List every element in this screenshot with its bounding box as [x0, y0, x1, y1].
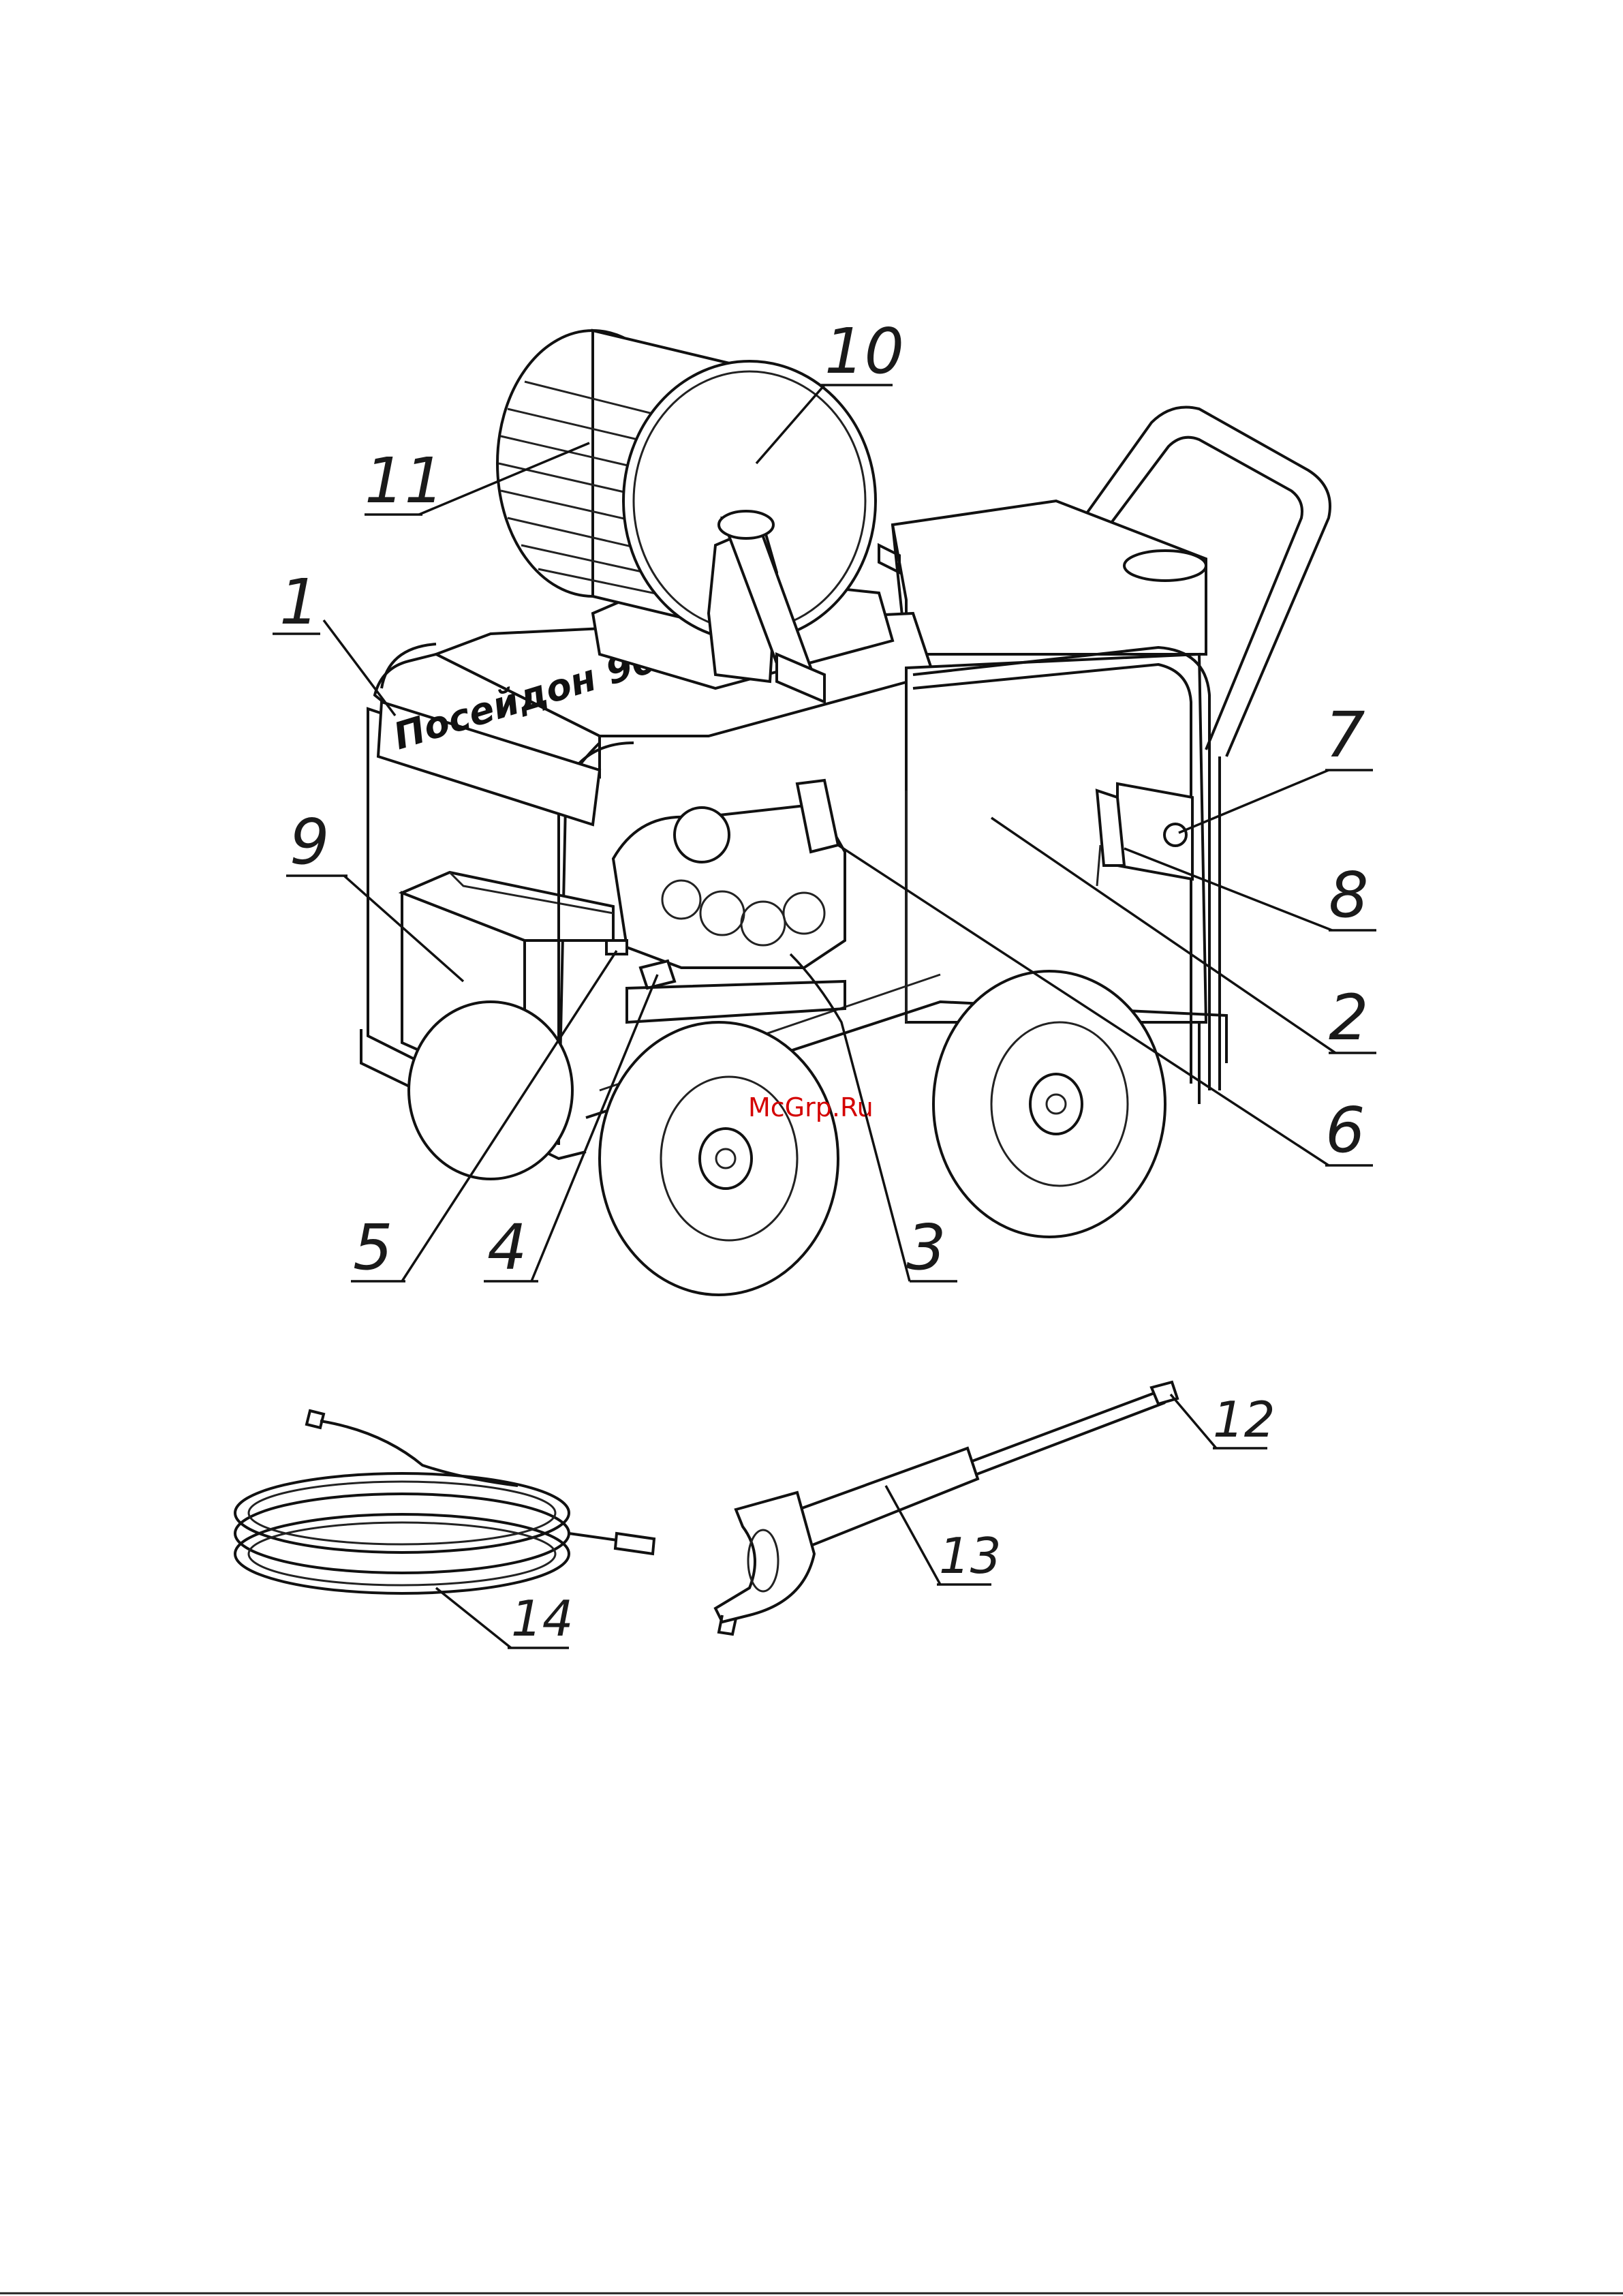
callout-label: 14: [511, 1590, 574, 1647]
callout-label: 11: [365, 444, 444, 517]
callout-label: 7: [1325, 699, 1365, 771]
callout-label: 3: [906, 1211, 946, 1284]
front-left-wheel: [600, 1022, 838, 1295]
spray-gun: [715, 1382, 1177, 1634]
callout-7: 7: [1179, 699, 1373, 833]
callout-14: 14: [436, 1588, 574, 1648]
callout-label: 12: [1213, 1391, 1276, 1448]
watermark: McGrp.Ru: [748, 1092, 874, 1122]
engine-housing: [879, 501, 1206, 654]
front-right-wheel: [933, 971, 1165, 1237]
callout-label: 1: [279, 566, 320, 639]
pump-assembly: [606, 780, 845, 1022]
callout-label: 5: [353, 1211, 393, 1284]
callout-label: 9: [290, 806, 330, 878]
callout-label: 10: [824, 315, 904, 388]
callout-12: 12: [1171, 1391, 1276, 1448]
callout-label: 6: [1325, 1094, 1365, 1167]
callout-label: 4: [487, 1211, 527, 1284]
callout-label: 2: [1329, 981, 1369, 1054]
rear-left-wheel: [409, 1002, 572, 1179]
pressure-washer-unit: Посейдон 90: [361, 331, 1330, 1295]
callout-label: 13: [939, 1527, 1002, 1585]
high-pressure-hose: [235, 1411, 654, 1593]
callout-label: 8: [1329, 859, 1369, 932]
